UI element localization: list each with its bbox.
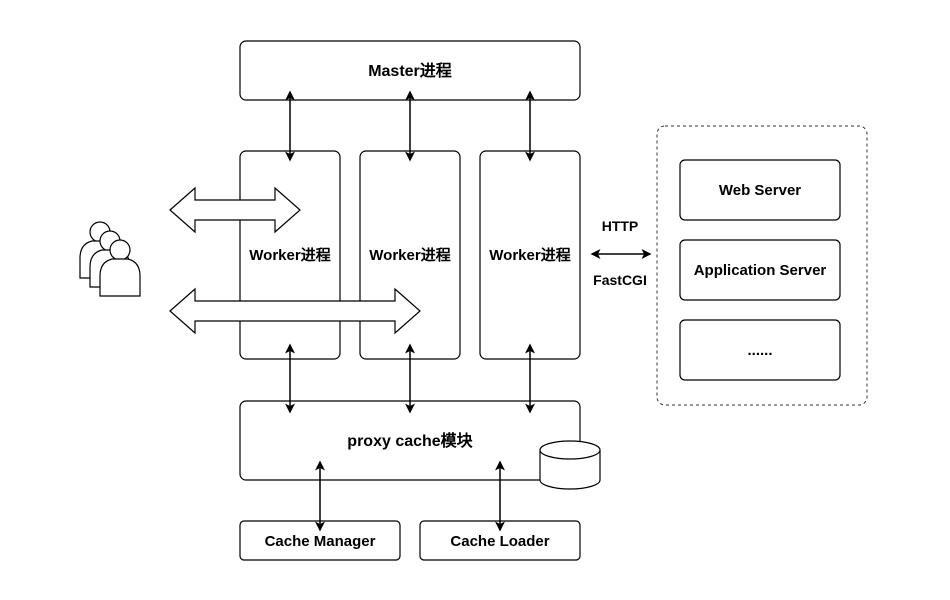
proxy-cache-module-label: proxy cache模块: [347, 431, 473, 450]
client-request-arrow-2: [169, 287, 421, 335]
proxy-cache-module-node: proxy cache模块: [239, 400, 581, 481]
more-servers-label: ......: [747, 342, 772, 359]
client-request-arrow-1: [169, 186, 301, 234]
fastcgi-label: FastCGI: [593, 272, 647, 288]
more-servers-node: ......: [679, 319, 841, 381]
application-server-label: Application Server: [694, 262, 827, 279]
worker-process-label-1: Worker进程: [249, 247, 330, 264]
database-icon: [539, 440, 601, 490]
cache-manager-label: Cache Manager: [265, 533, 376, 550]
master-process-label: Master进程: [368, 62, 452, 80]
cache-loader-label: Cache Loader: [450, 533, 549, 550]
backend-server-group: [656, 125, 868, 406]
web-server-node: Web Server: [679, 159, 841, 221]
worker-process-label-3: Worker进程: [489, 247, 570, 264]
master-process-node: Master进程: [239, 40, 581, 101]
http-label: HTTP: [602, 218, 639, 234]
worker-process-label-2: Worker进程: [369, 247, 450, 264]
web-server-label: Web Server: [719, 182, 801, 199]
cache-manager-node: Cache Manager: [239, 520, 401, 561]
cache-loader-node: Cache Loader: [419, 520, 581, 561]
users-icon: [79, 221, 141, 297]
application-server-node: Application Server: [679, 239, 841, 301]
